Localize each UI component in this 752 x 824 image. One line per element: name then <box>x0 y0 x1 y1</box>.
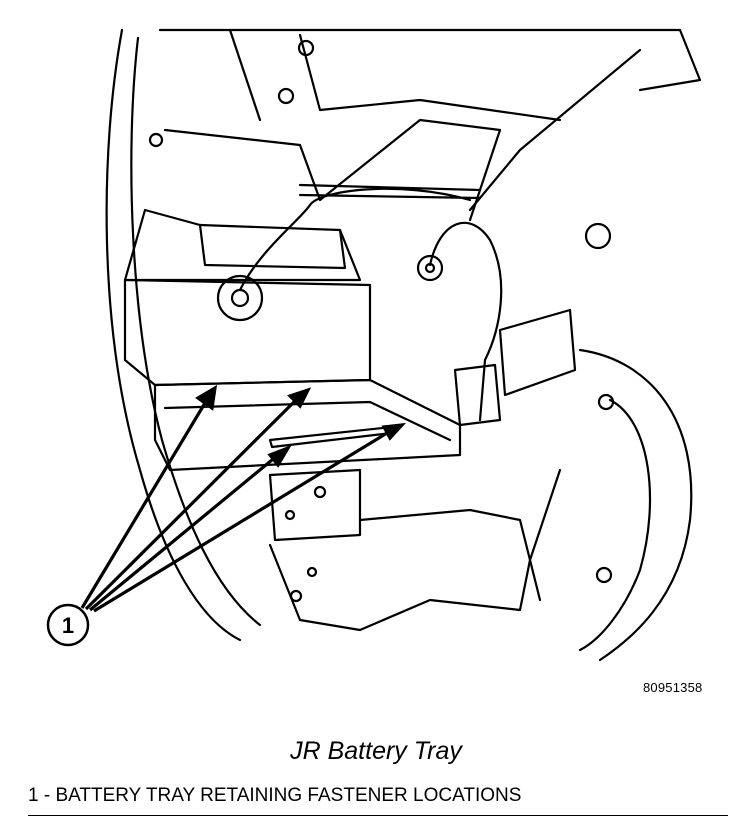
negative-terminal <box>216 274 264 322</box>
strut-tower-outer <box>578 348 693 662</box>
strut-bolt <box>597 393 615 411</box>
bracket-hole <box>284 509 296 521</box>
negative-cable <box>238 187 472 292</box>
lower-hole <box>306 566 318 578</box>
battery-tray <box>153 378 462 472</box>
fender-clip <box>148 132 164 148</box>
firewall-line <box>468 48 642 212</box>
positive-cable <box>428 221 503 422</box>
upper-cowl <box>158 28 702 92</box>
figure-title: JR Battery Tray <box>290 737 462 765</box>
strut-bolt <box>595 566 613 584</box>
fender-outline <box>105 28 242 642</box>
upper-bracket <box>163 118 502 222</box>
cowl-bolt <box>297 39 315 57</box>
callout-number: 1 <box>62 613 74 638</box>
tray-lip <box>163 400 452 442</box>
fender-inner-edge <box>130 36 262 627</box>
legend-rule <box>28 815 728 816</box>
cowl-bolt <box>584 222 612 250</box>
positive-terminal <box>416 254 444 282</box>
clip <box>453 363 502 427</box>
callout-1: 1 <box>46 603 90 647</box>
tray-slot <box>268 425 394 449</box>
callout-arrows <box>80 384 407 613</box>
battery-top <box>123 208 362 282</box>
cable-harness <box>298 183 482 200</box>
bracket-bolt <box>313 485 327 499</box>
tray-bracket <box>268 468 362 542</box>
positive-terminal-bolt <box>424 262 436 274</box>
figure-id: 80951358 <box>643 680 703 695</box>
battery-terminal-cover <box>198 223 347 270</box>
cowl-bolt <box>277 87 295 105</box>
relay-block <box>498 308 577 397</box>
legend-item: 1 - BATTERY TRAY RETAINING FASTENER LOCA… <box>28 785 522 806</box>
lower-frame <box>268 468 562 632</box>
negative-terminal-bolt <box>230 288 250 308</box>
upper-frame <box>228 28 562 122</box>
strut-tower-inner <box>578 398 652 652</box>
lower-structure <box>358 508 542 602</box>
battery-tray-illustration: 1 <box>46 28 702 662</box>
lower-hole <box>289 589 303 603</box>
